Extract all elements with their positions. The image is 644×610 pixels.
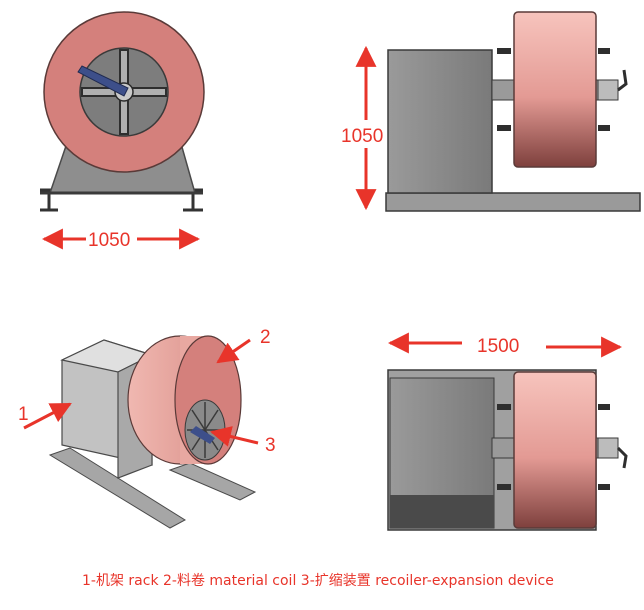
side-height-label: 1050: [341, 126, 383, 147]
side-rack-box: [387, 49, 493, 194]
iso-callouts: 1 2 3: [18, 327, 276, 456]
side-view: [385, 11, 641, 212]
front-view: [40, 11, 205, 212]
legend-text: 1-机架 rack 2-料卷 material coil 3-扩缩装置 reco…: [82, 573, 554, 589]
iso-rail-right: [168, 462, 257, 501]
front-handle: [77, 65, 129, 97]
callout-1-arrow: [23, 402, 72, 430]
iso-view: [48, 335, 257, 529]
front-width-dimension: 1050: [41, 228, 201, 251]
side-fasteners: [497, 48, 610, 131]
side-height-dimension: 1050: [341, 45, 383, 211]
callout-1-label: 1: [18, 404, 29, 425]
side-crank-handle: [617, 69, 628, 92]
side-base-rail: [385, 192, 641, 212]
top-coil: [513, 371, 597, 529]
callout-2-label: 2: [260, 327, 271, 348]
side-expansion-device: [597, 79, 619, 101]
top-view: [387, 369, 628, 531]
top-crank-handle: [616, 446, 628, 469]
top-rack-base: [390, 495, 494, 528]
callout-2-arrow: [216, 338, 251, 364]
callout-3-arrow: [209, 426, 259, 447]
legend-caption: 1-机架 rack 2-料卷 material coil 3-扩缩装置 reco…: [82, 570, 637, 590]
side-coil: [513, 11, 597, 168]
callout-3-label: 3: [265, 435, 276, 456]
iso-rail-left: [48, 447, 186, 529]
top-fasteners: [497, 404, 610, 490]
front-width-label: 1050: [88, 230, 130, 251]
top-length-dimension: 1500: [387, 332, 623, 358]
top-length-label: 1500: [477, 336, 519, 357]
iso-handle: [190, 426, 215, 444]
top-expansion-device: [597, 437, 619, 459]
